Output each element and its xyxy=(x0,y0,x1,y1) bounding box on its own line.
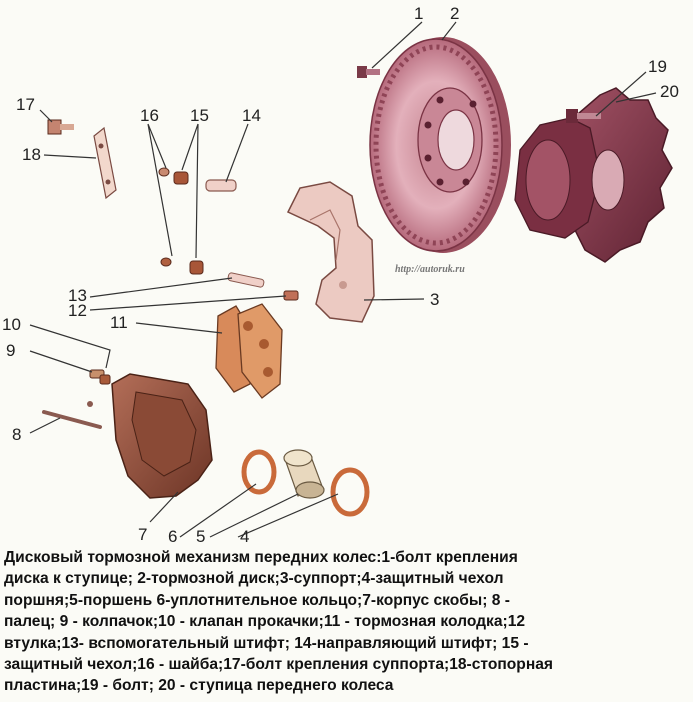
caption-line: Дисковый тормозной механизм передних кол… xyxy=(4,549,518,566)
leader-lines xyxy=(29,21,657,538)
label-8: 8 xyxy=(12,425,21,444)
label-6: 6 xyxy=(168,527,177,545)
caption-line: пластина;19 - болт; 20 - ступица передне… xyxy=(4,677,394,695)
seal-ring xyxy=(241,449,277,495)
washer-lower xyxy=(160,257,172,267)
caption-line: палец; 9 - колпачок;10 - клапан прокачки… xyxy=(4,613,526,631)
caption-line: поршня;5-поршень 6-уплотнительное кольцо… xyxy=(4,591,510,609)
protective-boot-lower xyxy=(189,260,204,275)
caption-line: защитный чехол;16 - шайба;17-болт крепле… xyxy=(4,656,554,674)
caption-line: диска к ступице; 2-тормозной диск;3-супп… xyxy=(4,570,504,588)
label-18: 18 xyxy=(22,145,41,164)
caliper-pin xyxy=(42,401,102,429)
label-14: 14 xyxy=(242,106,261,125)
caliper-body xyxy=(111,373,213,499)
label-19: 19 xyxy=(648,57,667,76)
disc-bolt xyxy=(357,66,380,78)
auxiliary-pin xyxy=(227,272,265,288)
label-2: 2 xyxy=(450,4,459,23)
locking-plate xyxy=(93,126,117,200)
label-16: 16 xyxy=(140,106,159,125)
label-5: 5 xyxy=(196,527,205,545)
label-1: 1 xyxy=(414,4,423,23)
label-3: 3 xyxy=(430,290,439,309)
label-4: 4 xyxy=(240,527,249,545)
brake-pads xyxy=(215,303,283,399)
piston xyxy=(283,449,325,499)
exploded-diagram: http://autoruk.ru 1 2 3 4 5 6 7 8 9 10 1… xyxy=(2,4,679,545)
label-11: 11 xyxy=(110,313,128,332)
guide-pin xyxy=(205,179,237,192)
label-15: 15 xyxy=(190,106,209,125)
label-12: 12 xyxy=(68,301,87,320)
label-9: 9 xyxy=(6,341,15,360)
label-20: 20 xyxy=(660,82,679,101)
caption-line: втулка;13- вспомогательный штифт; 14-нап… xyxy=(4,634,529,652)
bushing xyxy=(283,290,299,301)
piston-boot xyxy=(330,467,370,517)
brake-disc xyxy=(369,37,511,253)
label-13: 13 xyxy=(68,286,87,305)
figure-caption: Дисковый тормозной механизм передних кол… xyxy=(4,547,690,697)
front-wheel-hub xyxy=(514,87,673,263)
caliper-bolt xyxy=(47,119,74,135)
label-7: 7 xyxy=(138,525,147,544)
bleed-cap xyxy=(99,374,111,385)
watermark: http://autoruk.ru xyxy=(395,264,465,275)
caliper-bracket xyxy=(286,181,375,323)
label-10: 10 xyxy=(2,315,21,334)
washer-upper xyxy=(158,167,170,177)
hub-bolt xyxy=(566,109,601,123)
protective-boot-upper xyxy=(173,171,189,185)
label-17: 17 xyxy=(16,95,35,114)
